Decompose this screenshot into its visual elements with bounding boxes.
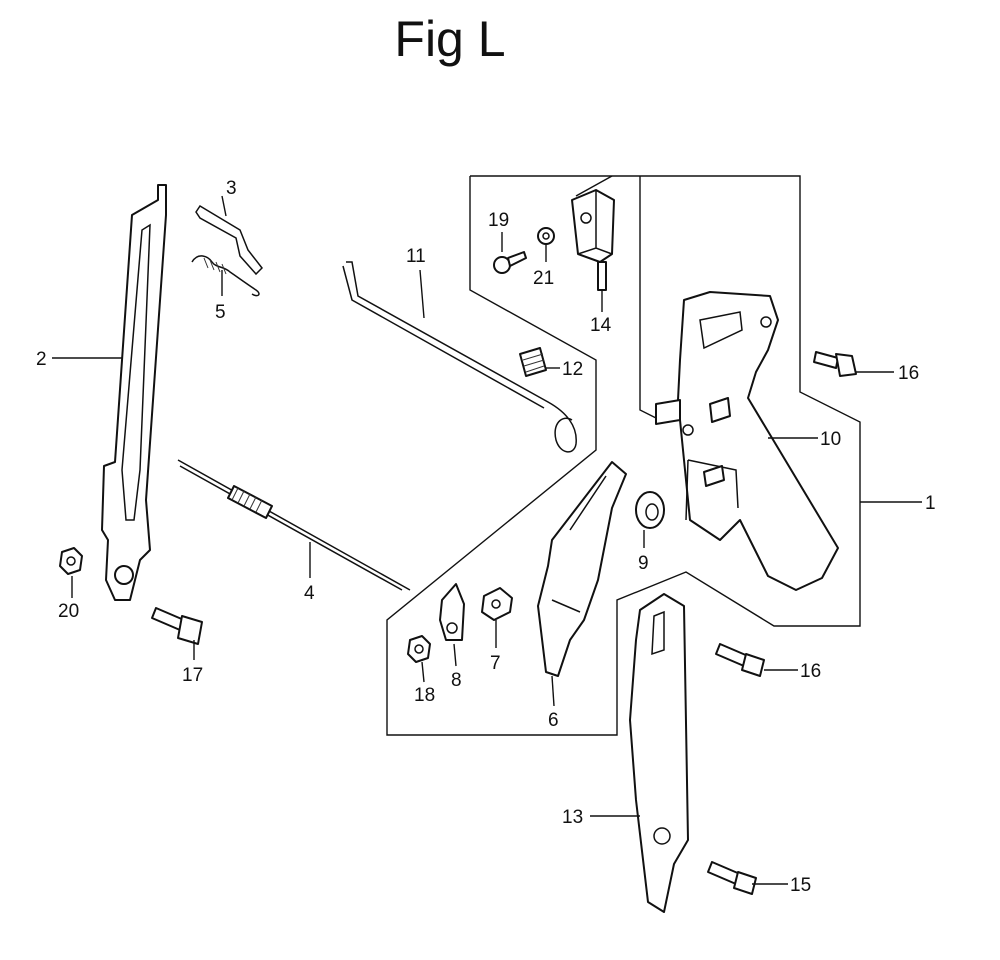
sub-outline-edge — [575, 175, 613, 197]
part-12-spring — [519, 347, 547, 377]
callout-7: 7 — [490, 653, 501, 674]
callout-16-upper: 16 — [898, 363, 919, 384]
part-8-lever — [439, 583, 465, 641]
part-6-lever — [537, 461, 627, 677]
callout-11: 11 — [406, 246, 426, 267]
part-3-spring-clip — [195, 204, 263, 276]
callout-5: 5 — [215, 302, 226, 323]
callout-20: 20 — [58, 601, 79, 622]
callout-19: 19 — [488, 210, 509, 231]
part-17-bolt — [151, 607, 203, 645]
part-21-washer — [537, 227, 555, 245]
part-19-screw — [493, 251, 527, 274]
callout-4: 4 — [304, 583, 315, 604]
callout-18: 18 — [414, 685, 435, 706]
part-2-arm — [101, 184, 167, 601]
sub-outline — [639, 176, 657, 419]
callout-2: 2 — [36, 349, 47, 370]
leader-lines — [52, 195, 922, 885]
callout-15: 15 — [790, 875, 811, 896]
callout-9: 9 — [638, 553, 649, 574]
callout-8: 8 — [451, 670, 462, 691]
part-13-plate — [629, 593, 689, 913]
callout-14: 14 — [590, 315, 612, 336]
part-4-rod-spring — [177, 459, 411, 591]
callout-13: 13 — [562, 807, 583, 828]
part-16-bolt-upper — [813, 351, 857, 377]
part-10-bracket — [655, 291, 839, 591]
part-16-bolt-lower — [715, 643, 765, 677]
callout-10: 10 — [820, 429, 841, 450]
callout-6: 6 — [548, 710, 559, 731]
callout-12: 12 — [562, 359, 583, 380]
part-5-spring — [191, 255, 260, 297]
callout-1: 1 — [925, 493, 936, 514]
part-20-nut — [59, 547, 83, 575]
callout-17: 17 — [182, 665, 203, 686]
callout-16-lower: 16 — [800, 661, 821, 682]
part-11-governor-rod — [342, 261, 577, 453]
callout-3: 3 — [226, 178, 237, 199]
assembly-outline — [386, 175, 861, 736]
part-7-washer — [481, 587, 513, 621]
part-14-switch — [571, 189, 615, 291]
part-18-nut — [407, 635, 431, 663]
part-15-bolt — [707, 861, 757, 895]
callout-21: 21 — [533, 268, 554, 289]
figure-title: Fig L — [394, 11, 506, 67]
part-9-washer — [635, 491, 665, 529]
